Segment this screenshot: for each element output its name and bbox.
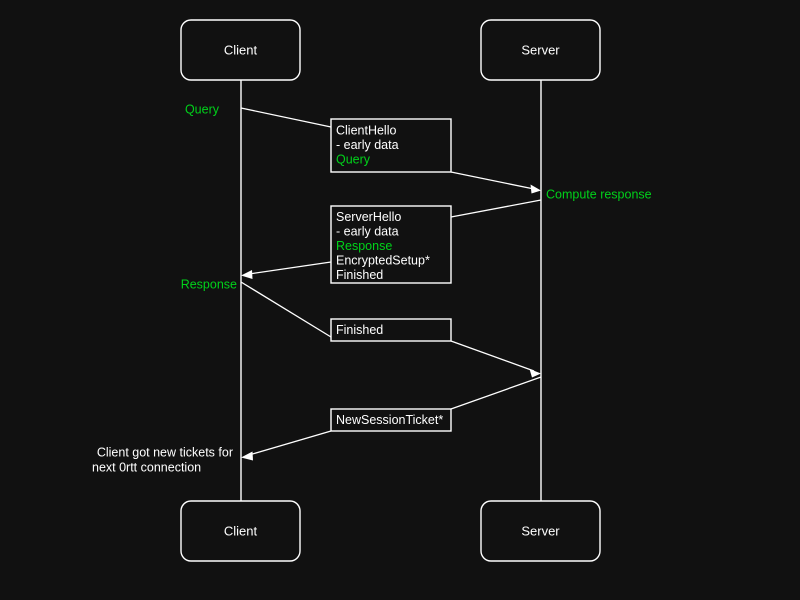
message-box-new-session-ticket-rect (330, 408, 452, 432)
message-line-clienthello-early-data: - early data (336, 138, 399, 152)
actor-client-top[interactable]: Client (180, 19, 301, 81)
message-line-new-session-ticket: NewSessionTicket* (336, 413, 443, 427)
arrow-client-to-finished (240, 281, 332, 338)
message-line-serverhello-encryptedsetup: EncryptedSetup* (336, 253, 430, 267)
message-box-client-hello[interactable]: ClientHello - early data Query (330, 118, 452, 173)
message-box-new-session-ticket[interactable]: NewSessionTicket* (330, 408, 452, 432)
note-response: Response (181, 277, 237, 291)
note-new-tickets-line2: next 0rtt connection (92, 460, 201, 474)
arrow-server-to-serverhello (450, 199, 542, 218)
message-line-clienthello: ClientHello (336, 123, 396, 137)
actor-server-bottom-label: Server (521, 523, 560, 538)
actor-client-top-box (180, 19, 301, 81)
arrowhead-clienthello-to-server (530, 184, 541, 194)
message-box-server-hello-rect (330, 205, 452, 284)
message-box-finished-rect (330, 318, 452, 342)
message-box-server-hello[interactable]: ServerHello - early data Response Encryp… (330, 205, 452, 284)
arrowhead-newsessionticket-to-client (241, 451, 253, 461)
note-query: Query (185, 102, 220, 116)
note-new-tickets-line1: Client got new tickets for (97, 445, 233, 459)
actor-server-top[interactable]: Server (480, 19, 601, 81)
actor-client-top-label: Client (224, 42, 258, 57)
message-line-serverhello: ServerHello (336, 210, 401, 224)
arrow-serverhello-to-client (241, 261, 332, 279)
message-line-serverhello-finished: Finished (336, 268, 383, 282)
message-box-client-hello-rect (330, 118, 452, 173)
message-line-finished: Finished (336, 323, 383, 337)
arrow-server-to-newsessionticket (450, 376, 542, 410)
note-compute-response: Compute response (546, 187, 652, 201)
actor-client-bottom[interactable]: Client (180, 500, 301, 562)
message-box-finished[interactable]: Finished (330, 318, 452, 342)
message-line-clienthello-query: Query (336, 152, 371, 166)
actor-server-bottom-box (480, 500, 601, 562)
arrowhead-serverhello-to-client (241, 270, 253, 279)
arrow-clienthello-to-server (450, 171, 541, 194)
actor-client-bottom-label: Client (224, 523, 258, 538)
actor-server-bottom[interactable]: Server (480, 500, 601, 562)
arrowhead-finished-to-server (529, 369, 541, 378)
actor-server-top-label: Server (521, 42, 560, 57)
actor-server-top-box (480, 19, 601, 81)
arrow-finished-to-server (450, 340, 541, 378)
arrow-newsessionticket-to-client (241, 430, 332, 461)
message-line-serverhello-early-data: - early data (336, 224, 399, 238)
actor-client-bottom-box (180, 500, 301, 562)
arrow-client-to-clienthello (240, 107, 332, 128)
message-line-serverhello-response: Response (336, 239, 392, 253)
